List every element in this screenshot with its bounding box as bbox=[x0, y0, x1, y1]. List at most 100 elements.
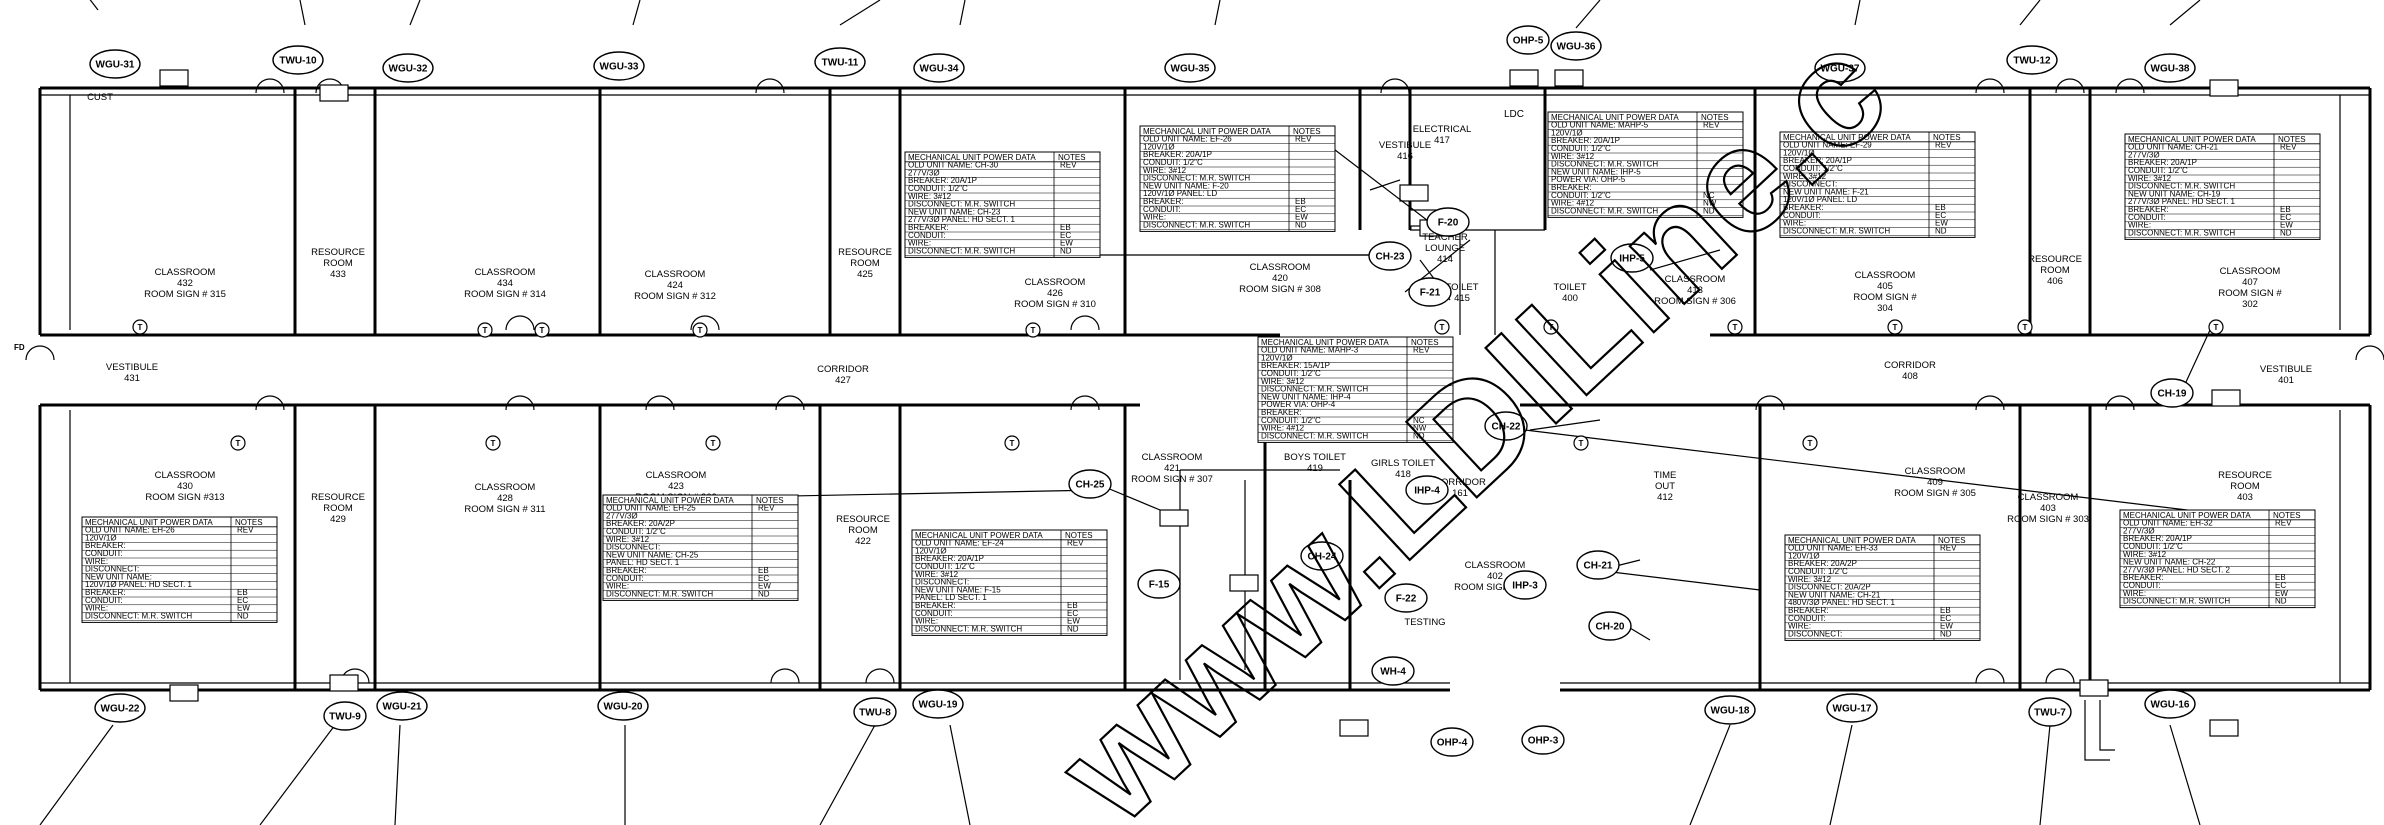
room-label-line: 304 bbox=[1877, 303, 1893, 314]
schedule-cell: WIRE: bbox=[2123, 589, 2146, 598]
schedule-cell: WIRE: 3#12 bbox=[1551, 152, 1595, 161]
thermostat-label: T bbox=[1010, 439, 1015, 448]
schedule-cell: CONDUIT: 1/2"C bbox=[606, 527, 666, 536]
tag-ellipse bbox=[1521, 725, 1565, 755]
thermostat-circle bbox=[1543, 319, 1559, 335]
schedule-cell: CONDUIT: bbox=[915, 609, 953, 618]
schedule-note-cell: EB bbox=[2280, 205, 2291, 214]
schedule-cell: WIRE: bbox=[1788, 622, 1811, 631]
schedule-cell: WIRE: 4#12 bbox=[1261, 424, 1305, 433]
leader-12 bbox=[259, 724, 336, 825]
room-label-line: 416 bbox=[1397, 151, 1413, 162]
schedule-cell: 120V/1Ø PANEL: LD bbox=[1143, 189, 1217, 198]
schedule-cell: 277V/3Ø bbox=[606, 511, 638, 520]
room-label-line: BOYS TOILET bbox=[1284, 452, 1346, 463]
room-label-line: ELECTRICAL bbox=[1413, 124, 1472, 135]
tag-label: F-15 bbox=[1149, 580, 1170, 591]
schedule-cell: WIRE: bbox=[85, 604, 108, 613]
schedule-cell: OLD UNIT NAME: EF-29 bbox=[1783, 141, 1872, 150]
tag-ellipse bbox=[1826, 693, 1878, 723]
schedule-title: MECHANICAL UNIT POWER DATA bbox=[915, 531, 1043, 540]
door-swing-11 bbox=[505, 395, 535, 411]
leader-20 bbox=[2169, 724, 2201, 825]
schedule-cell: WIRE: 3#12 bbox=[2123, 550, 2167, 559]
equipment-tag: TWU-10 bbox=[272, 45, 324, 75]
room-label-line: 426 bbox=[1047, 288, 1063, 299]
room-label-line: CORRIDOR bbox=[817, 364, 869, 375]
room-label-line: 431 bbox=[124, 373, 140, 384]
schedule-cell: WIRE: bbox=[85, 557, 108, 566]
thermostat-label: T bbox=[1579, 439, 1584, 448]
schedule-note-cell: EW bbox=[2275, 589, 2288, 598]
room-label-line: RESOURCE bbox=[2218, 470, 2272, 481]
schedule-cell: BREAKER: bbox=[915, 601, 955, 610]
thermostat-label: T bbox=[1893, 323, 1898, 332]
schedule-note-cell: REV bbox=[1295, 135, 1312, 144]
schedule-title: MECHANICAL UNIT POWER DATA bbox=[2128, 135, 2256, 144]
schedule-note-cell: NC bbox=[1413, 416, 1425, 425]
thermostat-circle bbox=[2208, 319, 2224, 335]
schedule-cell: 120V/1Ø bbox=[1551, 128, 1583, 137]
schedule-cell: CONDUIT: 1/2"C bbox=[1551, 144, 1611, 153]
tag-label: TWU-7 bbox=[2034, 708, 2066, 719]
leader-32 bbox=[1524, 429, 2271, 521]
tag-label: CH-21 bbox=[1584, 561, 1613, 572]
door-swing-22 bbox=[865, 668, 895, 684]
equipment-tag: IHP-4 bbox=[1405, 475, 1449, 505]
equipment-tag: TWU-11 bbox=[814, 47, 866, 77]
room-label-line: CLASSROOM bbox=[646, 470, 707, 481]
equipment-tag: CH-25 bbox=[1068, 469, 1112, 499]
tag-label: WGU-33 bbox=[600, 62, 639, 73]
equipment-tag: CH-24 bbox=[1300, 541, 1344, 571]
tag-ellipse bbox=[1371, 656, 1415, 686]
room-label-line: LOUNGE bbox=[1425, 243, 1465, 254]
schedule-cell: BREAKER: bbox=[606, 566, 646, 575]
tag-label: IHP-3 bbox=[1512, 581, 1538, 592]
schedule-cell: CONDUIT: 1/2"C bbox=[1551, 191, 1611, 200]
schedule-cell: OLD UNIT NAME: CH-30 bbox=[908, 161, 999, 170]
schedule-note-cell: ND bbox=[1703, 206, 1715, 215]
thermostat-label: T bbox=[236, 439, 241, 448]
schedule-title: MECHANICAL UNIT POWER DATA bbox=[1143, 127, 1271, 136]
leader-3 bbox=[632, 0, 641, 26]
equipment-tag: CH-19 bbox=[2150, 378, 2194, 408]
schedule-note-cell: EW bbox=[237, 604, 250, 613]
tag-label: CH-24 bbox=[1308, 552, 1337, 563]
schedule-note-cell: REV bbox=[758, 504, 775, 513]
room-label-line: 418 bbox=[1395, 469, 1411, 480]
equipment-tag: WGU-34 bbox=[913, 53, 965, 83]
schedule-cell: CONDUIT: bbox=[908, 231, 946, 240]
schedule-cell: BREAKER: 20A/1P bbox=[1783, 156, 1852, 165]
room-label-line: CLASSROOM bbox=[1250, 262, 1311, 273]
door-swing-16 bbox=[1975, 395, 2005, 411]
door-swing-14 bbox=[1070, 395, 1100, 411]
equipment-tag: TWU-8 bbox=[853, 697, 897, 727]
thermostat-icon: T bbox=[692, 322, 708, 338]
unit-box-5 bbox=[2209, 719, 2239, 737]
schedule-note-cell: ND bbox=[1935, 226, 1947, 235]
tag-ellipse bbox=[912, 689, 964, 719]
door-swing-3 bbox=[690, 315, 720, 331]
schedule-notes-header: NOTES bbox=[1065, 531, 1093, 540]
schedule-cell: CONDUIT: bbox=[2128, 213, 2166, 222]
schedule-cell: WIRE: 3#12 bbox=[1261, 377, 1305, 386]
room-label-line: CLASSROOM bbox=[1465, 560, 1526, 571]
schedule-cell: 120V/1Ø bbox=[1261, 353, 1293, 362]
schedule-cell: DISCONNECT: bbox=[915, 578, 969, 587]
schedule-cell: DISCONNECT: M.R. SWITCH bbox=[908, 246, 1015, 255]
equipment-tag: CH-21 bbox=[1576, 550, 1620, 580]
schedule-cell: 480V/3Ø PANEL: HD SECT. 1 bbox=[1788, 598, 1896, 607]
room-label-line: 424 bbox=[667, 280, 683, 291]
tag-label: OHP-4 bbox=[1437, 738, 1468, 749]
room-label-line: 402 bbox=[1487, 571, 1503, 582]
schedule-cell: 277V/3Ø bbox=[2123, 526, 2155, 535]
